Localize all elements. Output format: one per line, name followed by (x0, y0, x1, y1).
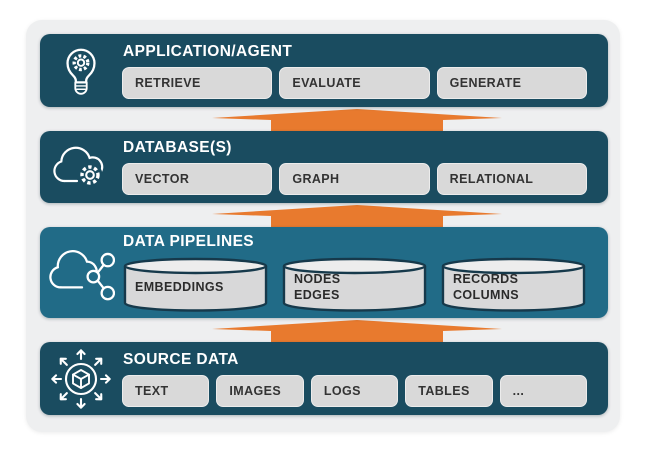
database-cylinder-icon (441, 257, 586, 312)
flow-arrow-app-db (212, 107, 502, 131)
lightbulb-gear-icon (40, 34, 122, 107)
cube-arrows-icon (40, 342, 122, 415)
chip-logs: LOGS (310, 374, 399, 407)
layer-source-data: SOURCE DATA TEXT IMAGES LOGS TABLES ... (40, 342, 608, 415)
layer-title-application-agent: APPLICATION/AGENT (123, 42, 293, 60)
chip-generate: GENERATE (436, 66, 587, 99)
up-arrow-icon (212, 205, 502, 227)
layer-data-pipelines: DATA PIPELINES EMBEDDINGS (40, 227, 608, 318)
chip-text: TEXT (122, 374, 210, 407)
cloud-gear-icon (40, 131, 122, 203)
cylinder-label-nodes-edges: NODES EDGES (294, 272, 341, 302)
cloud-share-icon (40, 227, 122, 318)
layer-title-data-pipelines: DATA PIPELINES (123, 232, 255, 250)
flow-arrow-pipelines-source (212, 318, 502, 342)
chip-evaluate: EVALUATE (279, 66, 430, 99)
up-arrow-icon (212, 109, 502, 131)
flow-arrow-db-pipelines (212, 203, 502, 227)
cylinder-label-embeddings: EMBEDDINGS (135, 280, 224, 295)
up-arrow-icon (212, 320, 502, 342)
cylinder-label-records-columns: RECORDS COLUMNS (453, 272, 519, 302)
chip-images: IMAGES (216, 374, 304, 407)
layer-title-source-data: SOURCE DATA (123, 350, 239, 368)
chip-relational: RELATIONAL (436, 163, 587, 195)
cylinder-nodes-edges: NODES EDGES (281, 257, 428, 313)
layer-databases: DATABASE(S) VECTOR GRAPH RELATIONAL (40, 131, 608, 203)
chip-retrieve: RETRIEVE (122, 66, 273, 99)
layer-application-agent: APPLICATION/AGENT RETRIEVE EVALUATE GENE… (40, 34, 608, 107)
chip-vector: VECTOR (122, 163, 273, 195)
stack-panel: APPLICATION/AGENT RETRIEVE EVALUATE GENE… (26, 20, 620, 432)
database-cylinder-icon (123, 257, 268, 312)
database-cylinder-icon (282, 257, 427, 312)
chip-tables: TABLES (405, 374, 493, 407)
layer-title-databases: DATABASE(S) (123, 139, 232, 156)
cylinder-embeddings: EMBEDDINGS (122, 257, 269, 313)
chip-graph: GRAPH (279, 163, 430, 195)
chip-ellipsis: ... (499, 374, 588, 407)
cylinder-records-columns: RECORDS COLUMNS (440, 257, 587, 313)
